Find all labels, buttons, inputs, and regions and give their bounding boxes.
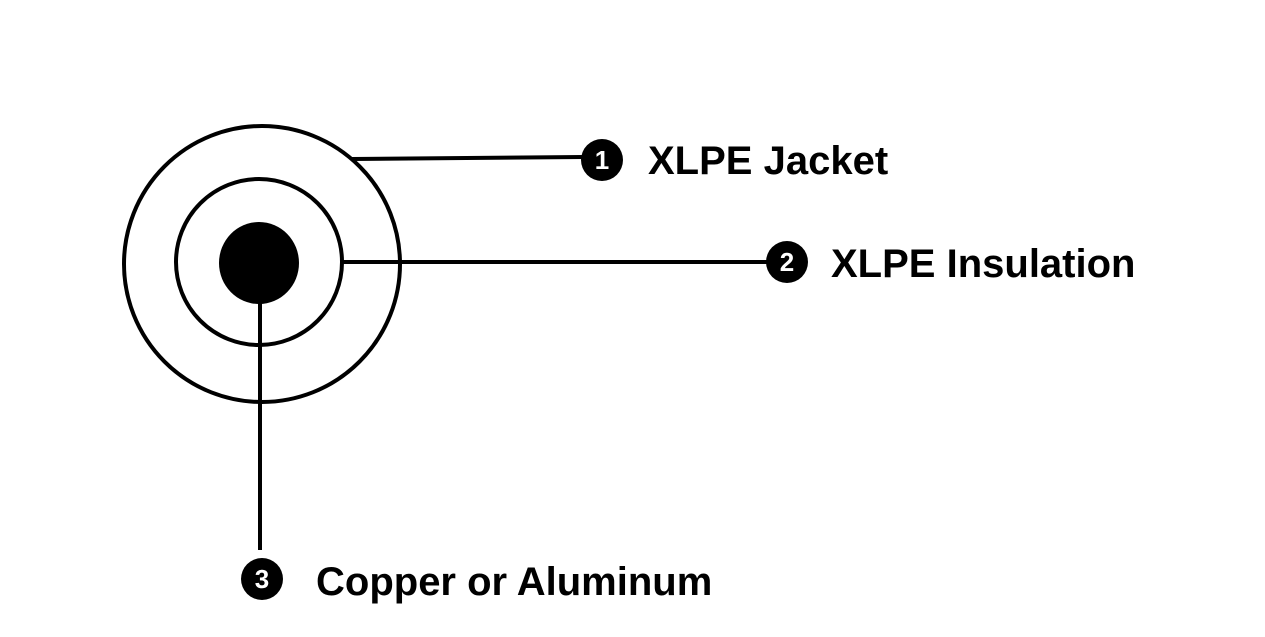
callout-label-jacket: XLPE Jacket <box>648 139 888 183</box>
callout-insulation: 2 XLPE Insulation <box>766 241 1135 286</box>
number-three-badge-icon: 3 <box>241 558 283 600</box>
callout-number: 1 <box>595 145 609 175</box>
conductor-core <box>219 222 299 304</box>
callout-conductor: 3 Copper or Aluminum <box>241 558 712 604</box>
number-one-badge-icon: 1 <box>581 139 623 181</box>
callout-number: 2 <box>780 247 794 277</box>
callout-jacket: 1 XLPE Jacket <box>581 139 888 183</box>
callout-label-insulation: XLPE Insulation <box>831 242 1135 286</box>
number-two-badge-icon: 2 <box>766 241 808 283</box>
leader-lines <box>258 155 768 550</box>
callout-number: 3 <box>255 564 269 594</box>
leader-line-jacket <box>351 155 584 161</box>
callout-label-conductor: Copper or Aluminum <box>316 560 712 604</box>
